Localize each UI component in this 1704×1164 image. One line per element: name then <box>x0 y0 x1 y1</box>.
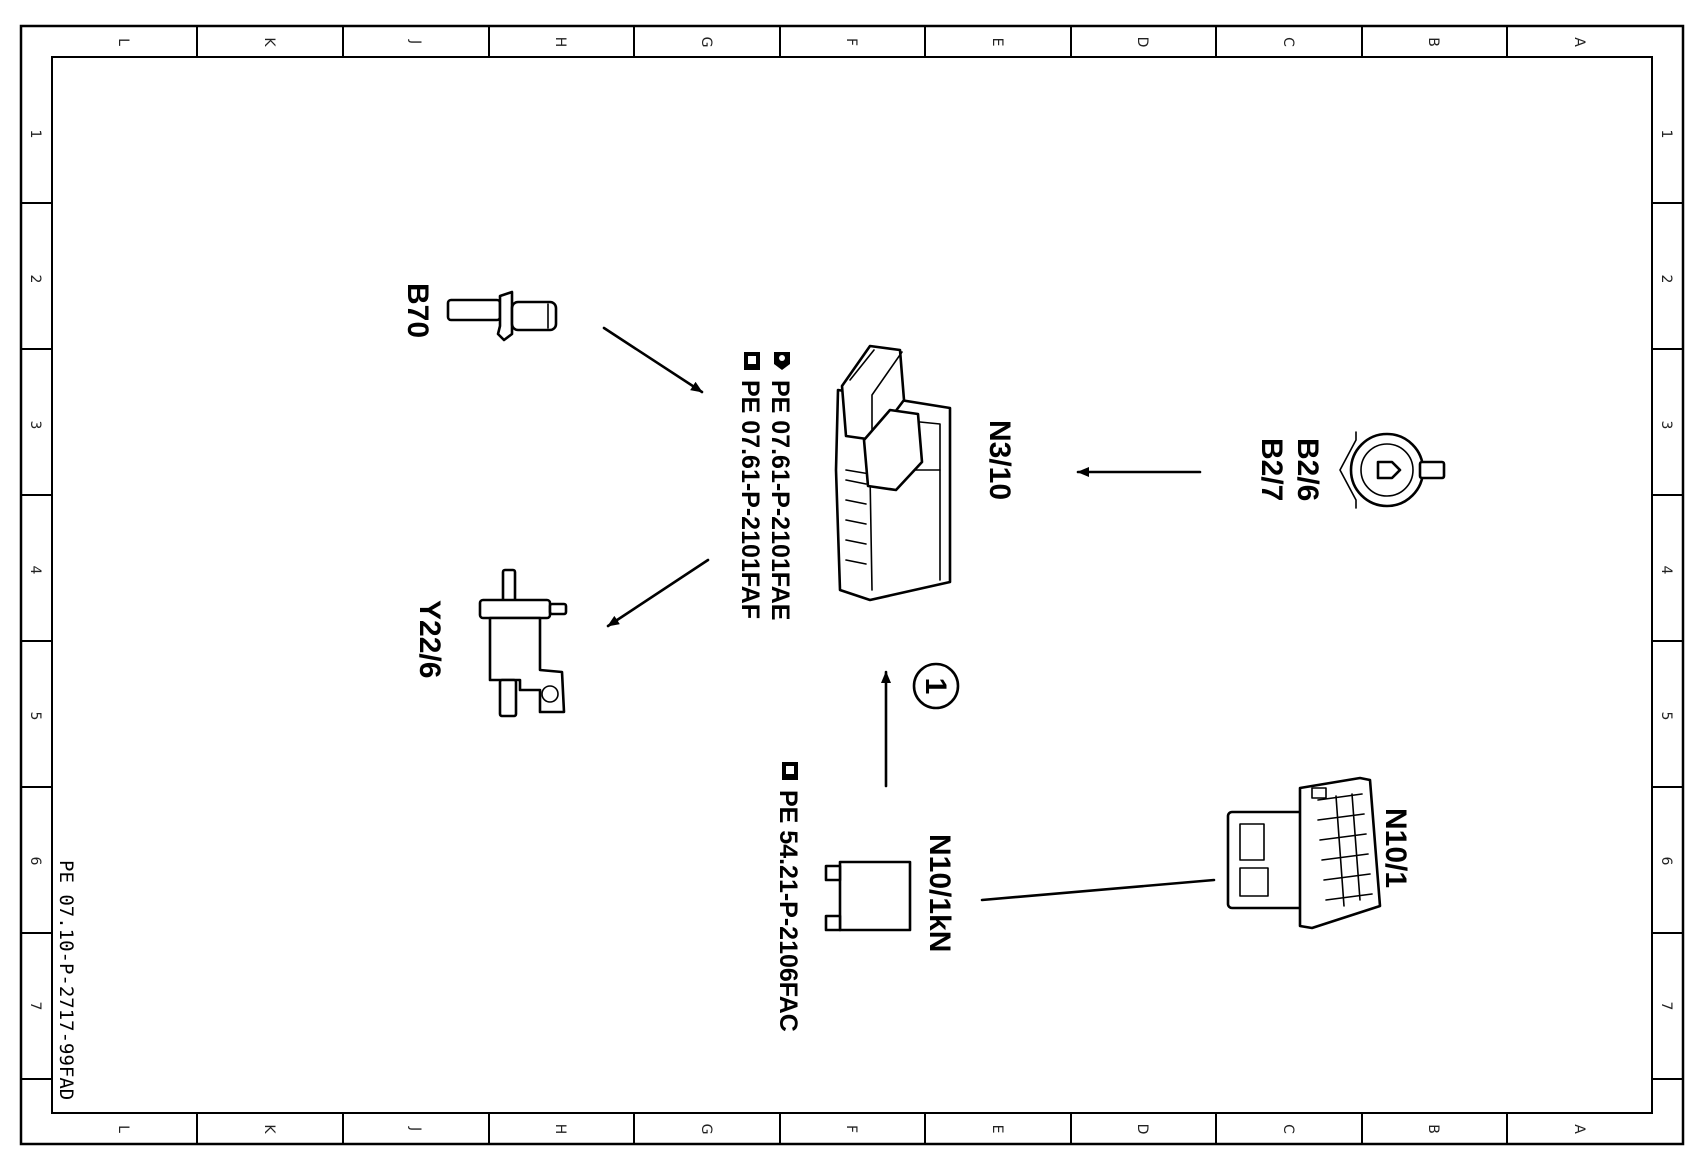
sam-reference-text: PE 54.21-P-2106FAC <box>774 790 802 1032</box>
pointing-hand-icon <box>774 352 790 370</box>
n10-1kn-relay-icon <box>824 860 912 932</box>
b2-air-mass-sensor-icon <box>1339 431 1446 509</box>
row-label: 6 <box>27 857 43 866</box>
row-label: 7 <box>27 1002 43 1011</box>
col-label: C <box>1280 1124 1296 1134</box>
connection-line <box>980 878 1216 902</box>
document-hand-icon <box>744 352 760 370</box>
col-label: D <box>1134 37 1150 48</box>
document-id: PE 07.10-P-2717-99FAD <box>55 860 77 1100</box>
label-n10-1kn: N10/1kN <box>923 834 956 952</box>
col-label: J <box>407 1126 423 1131</box>
ecu-reference-1: PE 07.61-P-2101FAE <box>766 380 794 620</box>
col-label: G <box>698 1124 714 1135</box>
col-label: A <box>1571 37 1587 47</box>
row-labels-left: 1 2 3 4 5 6 7 <box>27 130 43 1011</box>
row-label: 7 <box>1658 1002 1674 1011</box>
document-hand-icon <box>782 762 798 780</box>
row-label: 2 <box>1658 275 1674 284</box>
col-label: E <box>989 38 1005 47</box>
label-b70: B70 <box>401 283 434 338</box>
row-dividers <box>21 202 1683 1080</box>
row-label: 6 <box>1658 857 1674 866</box>
inner-frame <box>51 56 1653 1114</box>
label-n3-10: N3/10 <box>983 420 1016 500</box>
col-label: K <box>261 1124 277 1134</box>
row-label: 5 <box>27 712 43 721</box>
label-n10-1: N10/1 <box>1379 808 1412 888</box>
y22-6-valve-icon <box>478 568 568 718</box>
outer-frame <box>19 24 1685 1146</box>
n3-10-ecu-icon <box>834 344 952 602</box>
callout-circle: 1 <box>912 662 960 710</box>
row-label: 1 <box>1658 130 1674 139</box>
ecu-references: PE 07.61-P-2101FAE PE 07.61-P-2101FAF <box>736 352 794 620</box>
ecu-reference-2: PE 07.61-P-2101FAF <box>736 380 764 619</box>
arrow-icon <box>606 558 710 628</box>
col-label: L <box>115 38 131 46</box>
arrow-icon <box>602 326 704 394</box>
row-label: 2 <box>27 275 43 284</box>
col-label: L <box>115 1125 131 1133</box>
column-dividers <box>196 26 1508 1144</box>
row-label: 3 <box>1658 421 1674 430</box>
row-label: 5 <box>1658 712 1674 721</box>
col-label: F <box>843 1125 859 1133</box>
label-b2-7: B2/7 <box>1255 438 1288 501</box>
row-label: 4 <box>1658 566 1674 575</box>
col-label: B <box>1425 37 1441 47</box>
row-label: 4 <box>27 566 43 575</box>
callout-number: 1 <box>919 678 952 695</box>
row-label: 1 <box>27 130 43 139</box>
label-y22-6: Y22/6 <box>413 600 446 678</box>
col-label: H <box>552 1124 568 1135</box>
label-b2-6: B2/6 <box>1291 438 1324 501</box>
col-label: J <box>407 39 423 44</box>
col-label: F <box>843 38 859 46</box>
col-label: C <box>1280 37 1296 47</box>
col-label: A <box>1571 1124 1587 1134</box>
n10-1-sam-unit-icon <box>1226 776 1382 930</box>
row-labels-right: 1 2 3 4 5 6 7 <box>1658 130 1674 1011</box>
b70-sensor-icon <box>446 290 558 342</box>
col-label: G <box>698 37 714 48</box>
sam-reference: PE 54.21-P-2106FAC <box>774 762 802 1032</box>
col-label: B <box>1425 1124 1441 1134</box>
col-label: D <box>1134 1124 1150 1135</box>
column-labels-top: L K J H G F E D C B A <box>115 37 1587 48</box>
col-label: K <box>261 37 277 47</box>
col-label: H <box>552 37 568 48</box>
col-label: E <box>989 1125 1005 1134</box>
column-labels-bottom: L K J H G F E D C B A <box>115 1124 1587 1135</box>
row-label: 3 <box>27 421 43 430</box>
